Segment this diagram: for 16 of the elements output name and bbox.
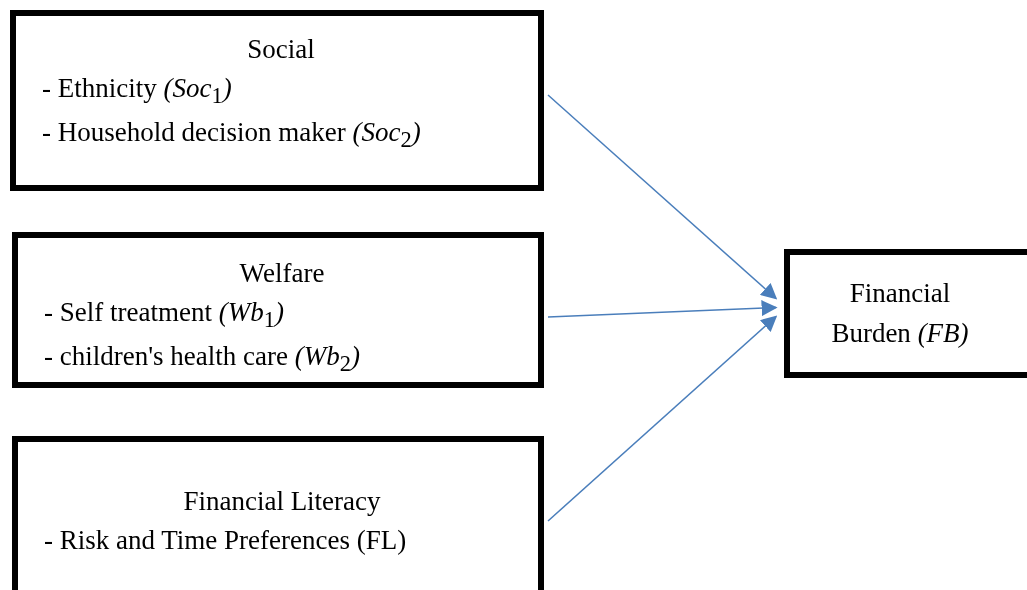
- list-item: - Self treatment (Wb$_{1}$): [44, 296, 285, 335]
- list-item: - children's health care (Wb$_{2}$): [44, 340, 361, 379]
- text-box: [12, 232, 544, 388]
- arrow: [547, 300, 778, 318]
- text-box: [784, 249, 1027, 378]
- list-item: - Household decision maker (Soc$_{2}$): [42, 116, 422, 155]
- list-item: - Ethnicity (Soc$_{1}$): [42, 72, 233, 111]
- box-heading: Social: [246, 33, 316, 66]
- list-item: - Risk and Time Preferences (FL): [44, 524, 408, 558]
- arrow: [547, 315, 778, 522]
- box-label: Financial Burden (FB): [830, 277, 970, 350]
- arrow: [547, 94, 778, 300]
- box-heading: Financial Literacy: [182, 485, 382, 518]
- box-heading: Welfare: [238, 257, 326, 290]
- text-box: [12, 436, 544, 590]
- text-box: [10, 10, 544, 191]
